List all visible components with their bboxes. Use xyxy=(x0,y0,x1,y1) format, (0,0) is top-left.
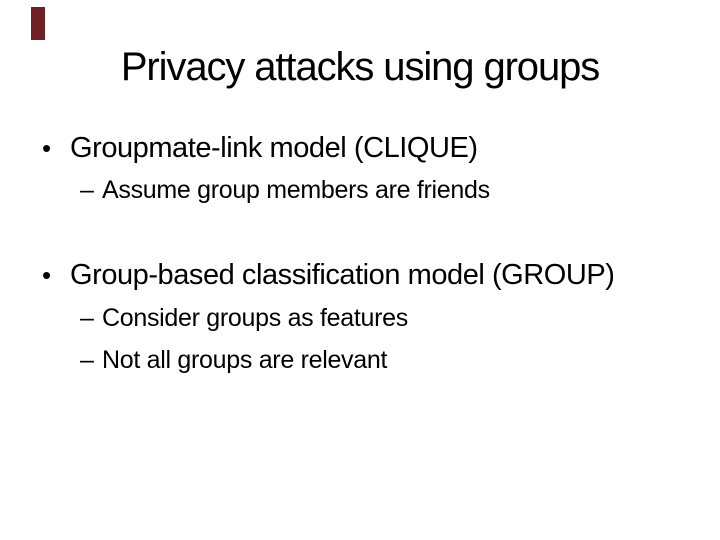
bullet-marker: • xyxy=(42,260,51,290)
slide-title: Privacy attacks using groups xyxy=(120,45,600,89)
dash-marker: – xyxy=(80,304,94,332)
sub-bullet-item: – Assume group members are friends xyxy=(80,178,490,203)
bullet-item: • Groupmate-link model (CLIQUE) xyxy=(42,134,478,163)
bullet-item: • Group-based classification model (GROU… xyxy=(42,259,615,291)
sub-bullet-text: Not all groups are relevant xyxy=(102,346,388,374)
bullet-text: Group-based classification model (GROUP) xyxy=(70,259,615,291)
dash-marker: – xyxy=(80,346,94,374)
sub-bullet-text: Consider groups as features xyxy=(102,304,408,332)
bullet-marker: • xyxy=(42,133,51,163)
sub-bullet-text: Assume group members are friends xyxy=(102,176,490,204)
sub-bullet-item: – Not all groups are relevant xyxy=(80,348,387,373)
accent-bar xyxy=(31,7,45,40)
sub-bullet-item: – Consider groups as features xyxy=(80,306,408,331)
bullet-text: Groupmate-link model (CLIQUE) xyxy=(70,132,478,164)
dash-marker: – xyxy=(80,176,94,204)
